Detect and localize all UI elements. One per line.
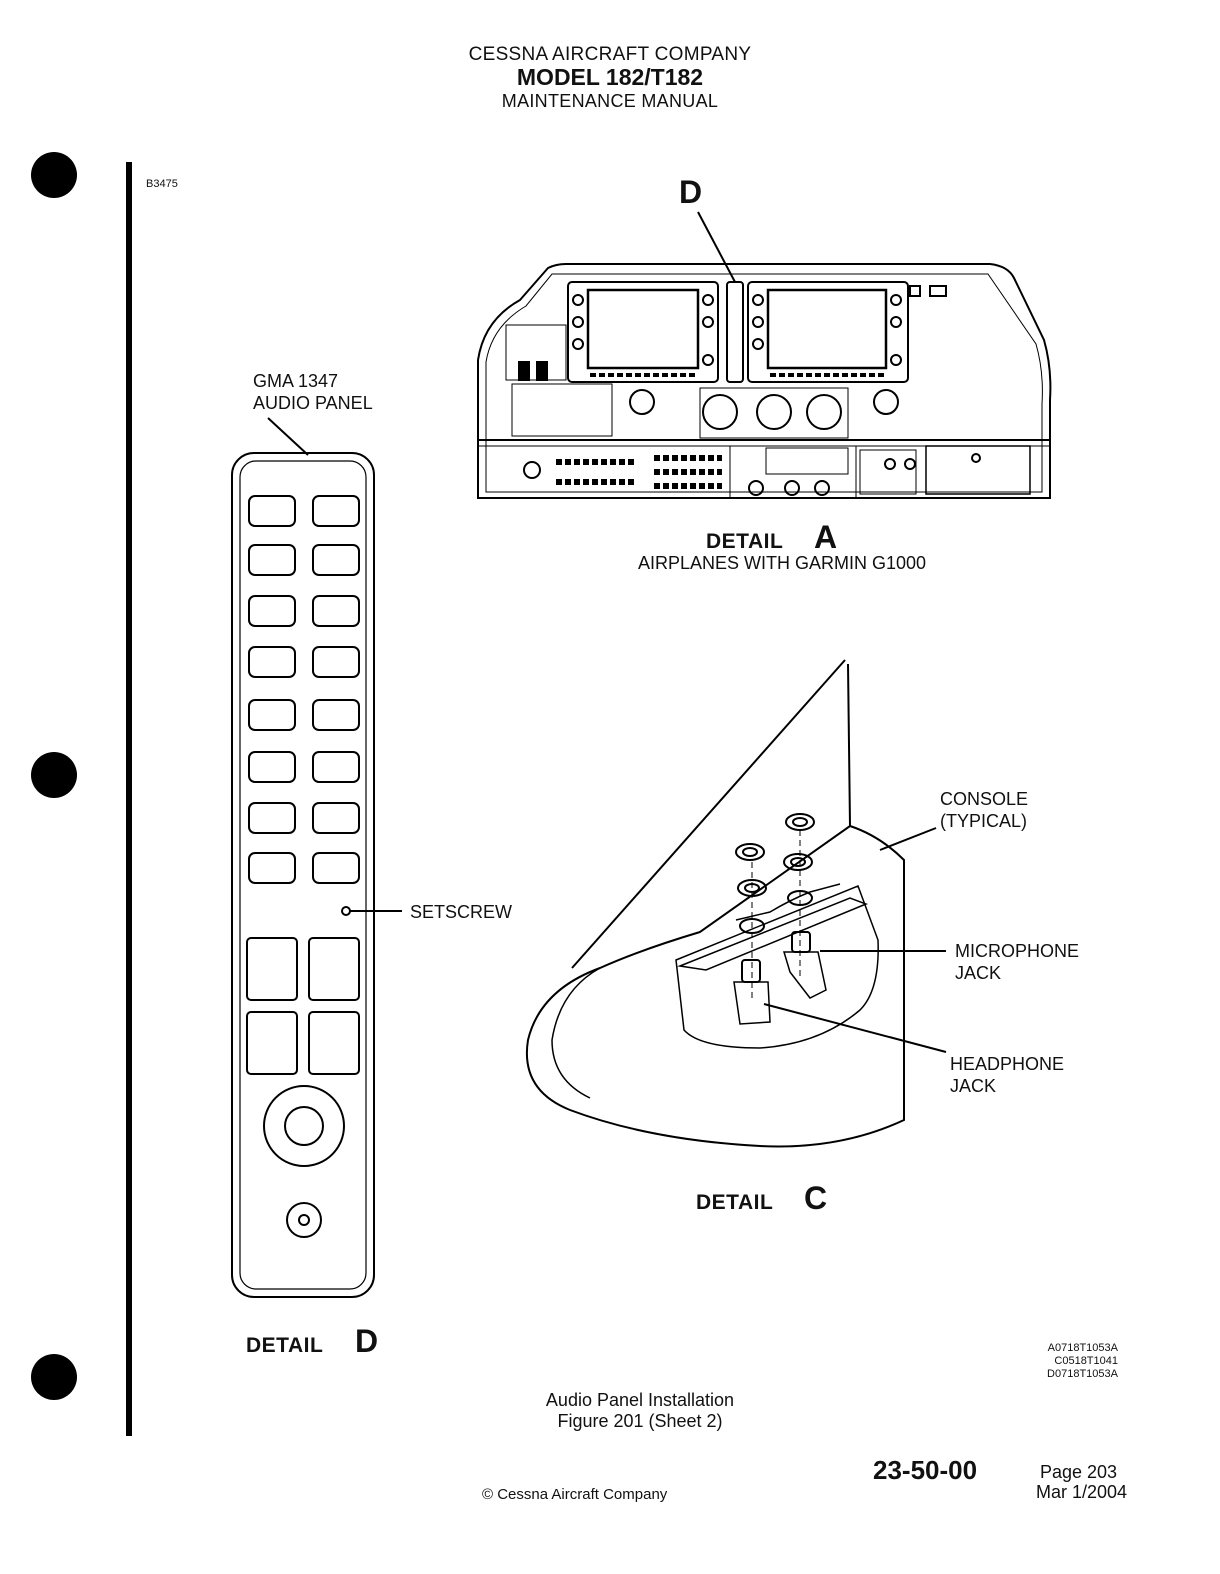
- binder-hole-middle: [31, 752, 77, 798]
- section-number: 23-50-00: [873, 1455, 978, 1485]
- console-label-line1: CONSOLE: [940, 789, 1029, 809]
- manual-title: MAINTENANCE MANUAL: [501, 91, 719, 111]
- headphone-jack-label-line2: JACK: [950, 1076, 997, 1096]
- detail-d-letter: D: [355, 1323, 379, 1359]
- detail-c-word: DETAIL: [696, 1191, 774, 1214]
- drawing-references: A0718T1053A C0518T1041 D0718T1053A: [990, 1342, 1118, 1381]
- callout-d: D: [679, 174, 703, 210]
- figure-id: B3475: [146, 178, 178, 190]
- binder-hole-top: [31, 152, 77, 198]
- reference-line: C0518T1041: [1054, 1355, 1118, 1367]
- page-number: Page 203: [1040, 1462, 1118, 1482]
- detail-a-word: DETAIL: [706, 530, 784, 553]
- detail-c-letter: C: [804, 1180, 828, 1216]
- figure-caption: Audio Panel Installation Figure 201 (She…: [480, 1390, 800, 1432]
- copyright: © Cessna Aircraft Company: [482, 1486, 668, 1503]
- detail-a-subtitle: AIRPLANES WITH GARMIN G1000: [638, 553, 927, 573]
- detail-a-letter: A: [814, 519, 838, 555]
- headphone-jack-label-line1: HEADPHONE: [950, 1054, 1065, 1074]
- reference-line: A0718T1053A: [1047, 1342, 1118, 1354]
- revision-date: Mar 1/2004: [1036, 1482, 1128, 1502]
- company-name: CESSNA AIRCRAFT COMPANY: [468, 44, 752, 65]
- reference-line: D0718T1053A: [1047, 1368, 1118, 1380]
- microphone-jack-label-line1: MICROPHONE: [955, 941, 1080, 961]
- microphone-jack-label-line2: JACK: [955, 963, 1002, 983]
- console-label-line2: (TYPICAL): [940, 811, 1028, 831]
- change-bar: [126, 162, 132, 1436]
- caption-figure: Figure 201 (Sheet 2): [557, 1411, 723, 1431]
- setscrew-label: SETSCREW: [410, 902, 513, 922]
- caption-title: Audio Panel Installation: [545, 1390, 735, 1410]
- model-title: MODEL 182/T182: [516, 64, 704, 90]
- audio-panel-label-line1: GMA 1347: [253, 371, 339, 391]
- audio-panel-label-line2: AUDIO PANEL: [253, 393, 373, 413]
- detail-d-word: DETAIL: [246, 1334, 324, 1357]
- binder-hole-bottom: [31, 1354, 77, 1400]
